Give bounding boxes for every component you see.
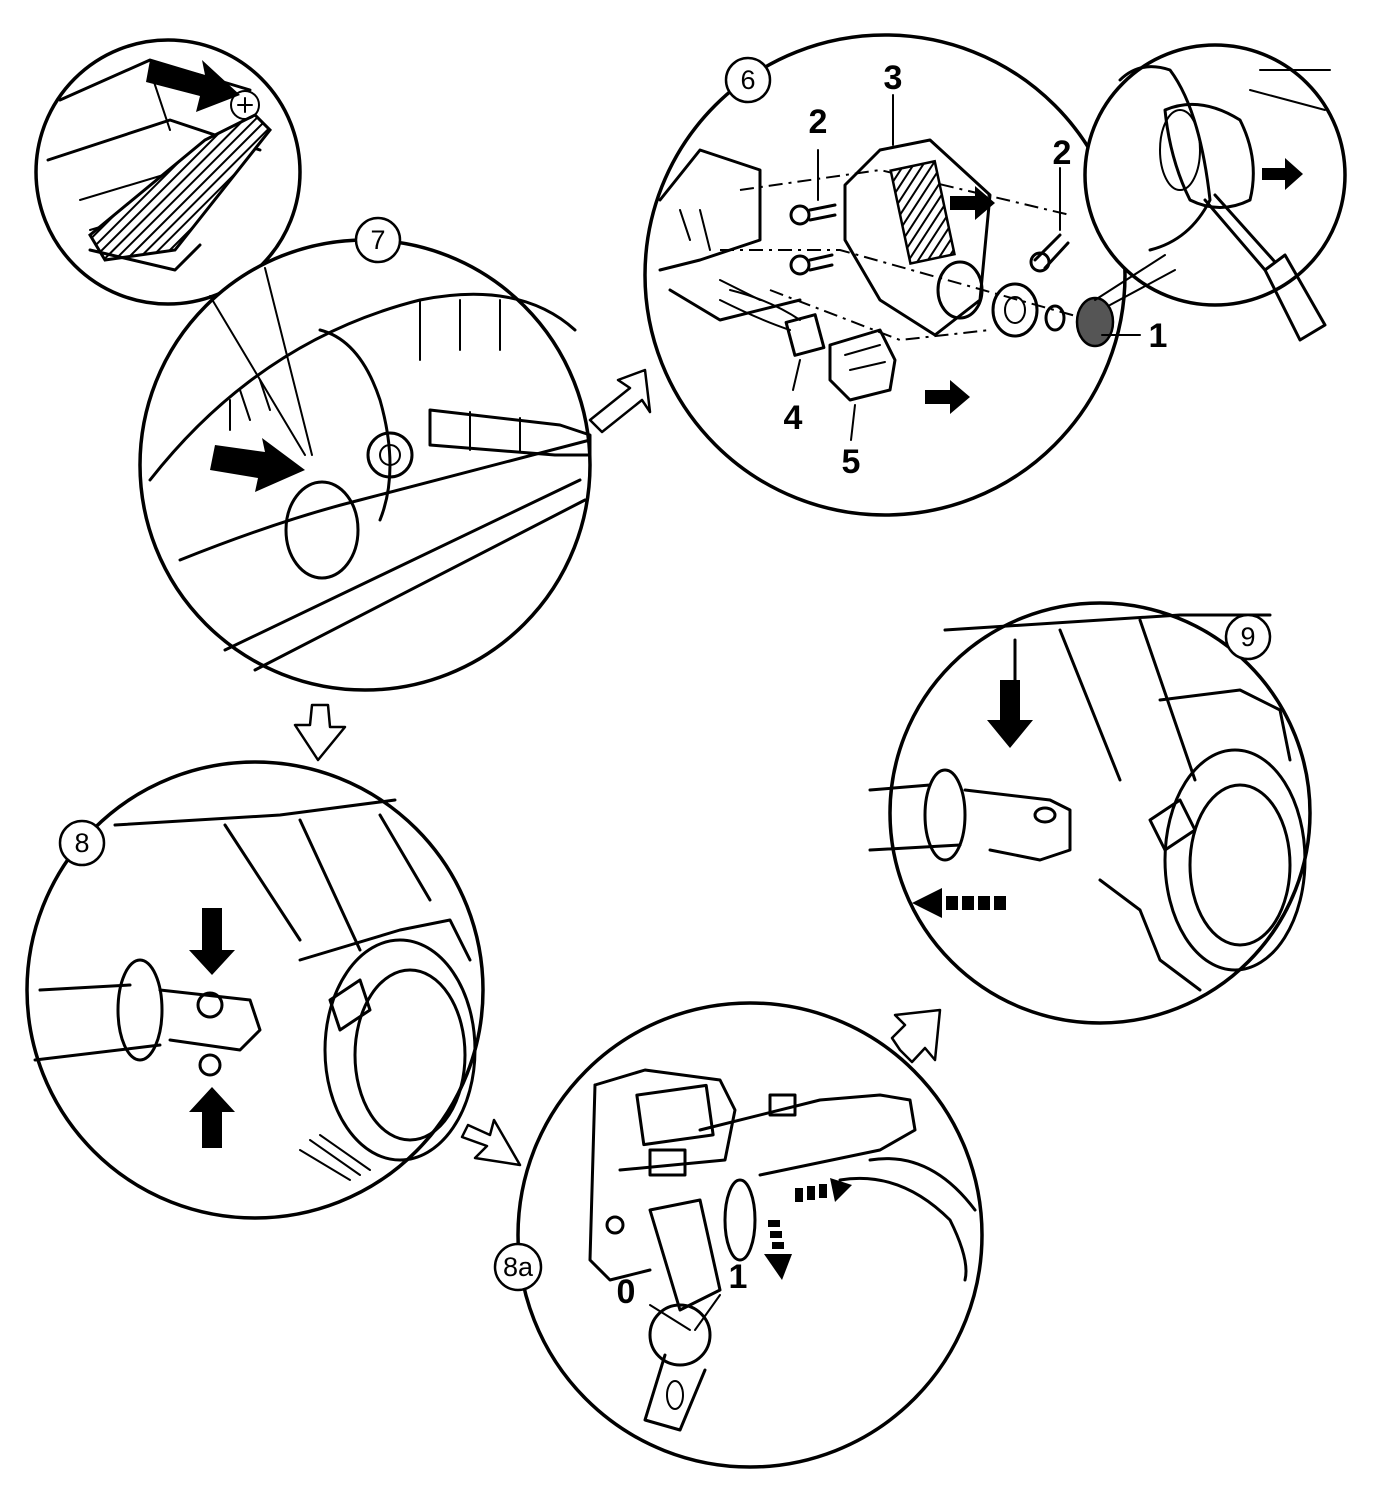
part-label-2: 2	[1053, 134, 1072, 172]
connector-4	[784, 313, 826, 357]
part-label-5: 5	[842, 443, 861, 481]
step-label-6: 6	[740, 65, 755, 95]
part-label-1: 1	[1149, 317, 1168, 355]
screw-right	[1029, 233, 1070, 273]
step-8-panel	[25, 703, 485, 1220]
key-position-0: 0	[617, 1273, 636, 1311]
flow-arrow-8-to-8a	[460, 1118, 522, 1167]
step-9-panel	[868, 601, 1312, 1064]
dashed-arrow-left	[912, 888, 1006, 918]
press-arrow-down	[987, 680, 1033, 748]
step-8a-panel	[460, 1001, 984, 1469]
step-badge-8: 8	[58, 819, 106, 867]
step-7-detail-inset	[34, 38, 302, 306]
step-badge-8a: 8a	[493, 1242, 543, 1292]
knob	[1075, 296, 1115, 348]
remove-arrow	[950, 186, 995, 220]
step-badge-6: 6	[724, 56, 772, 104]
tighten-arrow-up	[189, 1087, 235, 1148]
remove-arrow	[925, 380, 970, 414]
push-arrow	[210, 438, 305, 492]
step-label-8: 8	[74, 828, 89, 858]
step-label-8a: 8a	[503, 1252, 534, 1282]
dashed-arrow-right	[795, 1178, 852, 1202]
ring-nut	[991, 282, 1039, 338]
part-label-3: 3	[884, 59, 903, 97]
flow-arrow-7-to-8	[293, 703, 347, 762]
screw-lower	[789, 253, 834, 276]
part-label-2: 2	[809, 103, 828, 141]
step-label-9: 9	[1240, 622, 1255, 652]
knob-detail-inset	[1083, 43, 1347, 342]
step-7-panel	[138, 238, 592, 692]
washer	[1044, 304, 1066, 332]
switch-5	[828, 328, 897, 402]
key-position-1: 1	[729, 1258, 748, 1296]
screw-upper	[789, 203, 837, 226]
flow-arrow-6-to-7	[588, 368, 652, 434]
flow-arrow-8a-to-9	[890, 1008, 942, 1064]
step-label-7: 7	[370, 225, 385, 255]
dashed-arrow-down	[764, 1220, 792, 1280]
part-label-4: 4	[784, 399, 803, 437]
step-badge-7: 7	[354, 216, 402, 264]
step-badge-9: 9	[1224, 613, 1272, 661]
step-6-panel	[588, 33, 1141, 517]
pointer-arrow	[146, 60, 240, 112]
pull-arrow	[1262, 158, 1303, 190]
tighten-arrow-down	[189, 908, 235, 975]
